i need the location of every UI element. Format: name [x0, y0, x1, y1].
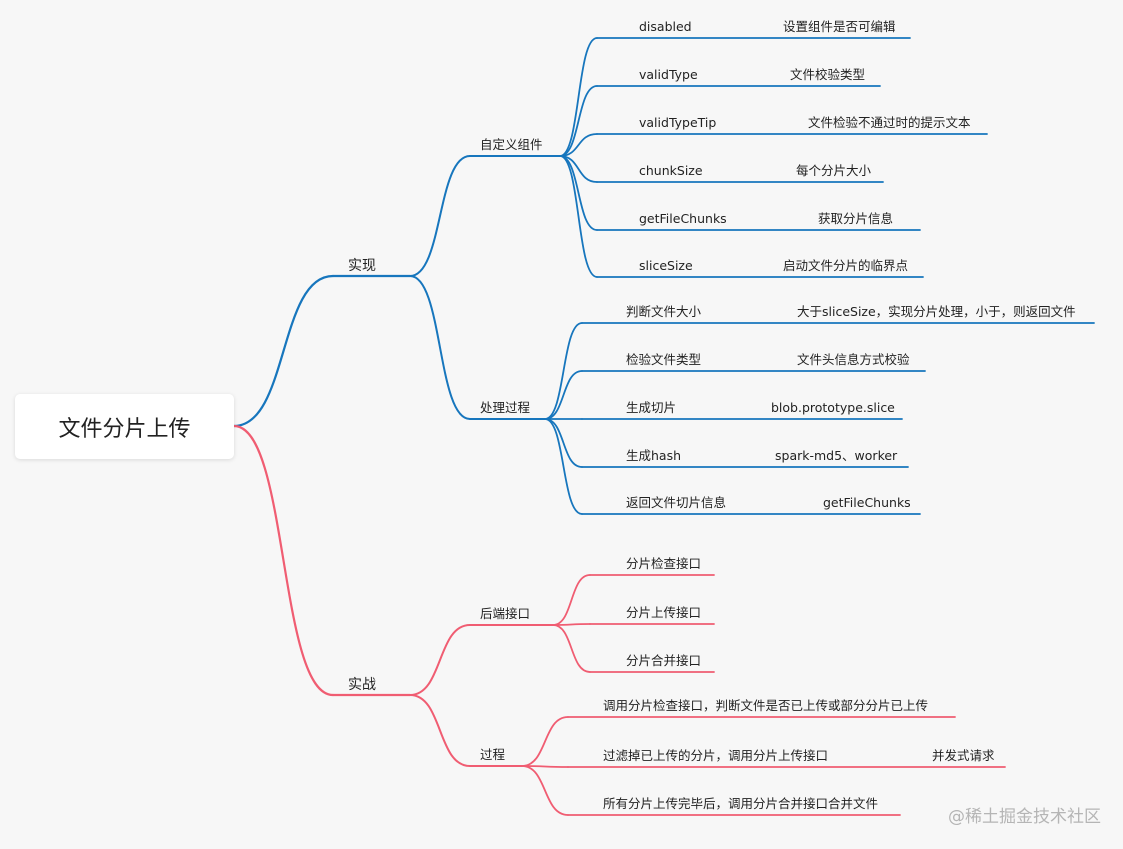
- connector-l2-0-1-0: [544, 322, 583, 420]
- topic-note-0-1-2: blob.prototype.slice: [771, 400, 895, 415]
- topic-l3-0-1-0[interactable]: 判断文件大小: [626, 304, 702, 319]
- topic-l3-0-0-1[interactable]: validType: [639, 67, 698, 82]
- connector-l2-1-0-1: [552, 623, 591, 626]
- root-topic-label: 文件分片上传: [58, 416, 191, 442]
- topic-l1-1[interactable]: 实战: [348, 677, 376, 693]
- topic-l3-0-1-3[interactable]: 生成hash: [626, 448, 682, 463]
- topic-note-0-0-4: 获取分片信息: [818, 211, 894, 226]
- topic-note-0-0-3: 每个分片大小: [796, 163, 872, 178]
- connector-l2-0-0-1: [559, 85, 598, 157]
- topic-note-0-0-1: 文件校验类型: [790, 67, 866, 82]
- topic-note-1-1-1: 并发式请求: [932, 748, 995, 763]
- connector-l2-0-1-1: [544, 370, 583, 420]
- root-topic[interactable]: 文件分片上传: [15, 394, 234, 459]
- connector-l2-0-1-4: [544, 418, 583, 515]
- topic-l3-1-1-0[interactable]: 调用分片检查接口，判断文件是否已上传或部分分片已上传: [603, 698, 929, 713]
- topic-l1-0[interactable]: 实现: [348, 258, 376, 274]
- connector-l1-0-0: [409, 155, 471, 277]
- connector-l2-1-0-0: [552, 574, 591, 626]
- topic-l2-1-0[interactable]: 后端接口: [480, 606, 531, 621]
- connector-l2-1-1-0: [521, 716, 569, 767]
- topic-note-0-0-0: 设置组件是否可编辑: [783, 19, 896, 34]
- connector-l2-0-0-2: [559, 133, 598, 157]
- topic-note-0-1-4: getFileChunks: [823, 495, 911, 510]
- topic-l3-0-1-4[interactable]: 返回文件切片信息: [626, 495, 727, 510]
- connector-l1-1-0: [409, 624, 471, 696]
- topic-l3-0-0-5[interactable]: sliceSize: [639, 258, 693, 273]
- watermark: @稀土掘金技术社区: [948, 807, 1101, 827]
- topic-l2-0-1[interactable]: 处理过程: [480, 400, 531, 415]
- topic-note-0-1-1: 文件头信息方式校验: [797, 352, 910, 367]
- topic-note-0-0-5: 启动文件分片的临界点: [783, 258, 909, 273]
- topic-note-0-1-0: 大于sliceSize，实现分片处理，小于，则返回文件: [797, 304, 1076, 319]
- topic-l3-0-0-4[interactable]: getFileChunks: [639, 211, 727, 226]
- topic-l3-1-0-2[interactable]: 分片合并接口: [626, 653, 702, 668]
- topic-l3-0-1-1[interactable]: 检验文件类型: [626, 352, 702, 367]
- topic-l3-1-1-2[interactable]: 所有分片上传完毕后，调用分片合并接口合并文件: [603, 796, 879, 811]
- topic-note-0-1-3: spark-md5、worker: [775, 448, 898, 463]
- topic-l3-1-0-0[interactable]: 分片检查接口: [626, 556, 702, 571]
- topic-l3-1-1-1[interactable]: 过滤掉已上传的分片，调用分片上传接口: [603, 748, 829, 763]
- connector-l1-1-1: [409, 694, 471, 767]
- topic-l3-0-1-2[interactable]: 生成切片: [626, 400, 677, 415]
- connector-l2-0-0-5: [559, 155, 598, 278]
- connector-l2-0-0-0: [559, 37, 598, 157]
- connector-l1-0-1: [409, 275, 471, 420]
- topic-l2-0-0[interactable]: 自定义组件: [480, 137, 543, 152]
- connector-l2-0-1-3: [544, 418, 583, 468]
- topic-l3-0-0-0[interactable]: disabled: [639, 19, 692, 34]
- topic-l2-1-1[interactable]: 过程: [480, 747, 506, 762]
- connector-l2-1-1-2: [521, 765, 569, 816]
- connector-root-1: [232, 424, 335, 697]
- topic-note-0-0-2: 文件检验不通过时的提示文本: [808, 115, 971, 130]
- connector-l2-1-0-2: [552, 624, 591, 673]
- topic-l3-1-0-1[interactable]: 分片上传接口: [626, 605, 702, 620]
- topic-l3-0-0-3[interactable]: chunkSize: [639, 163, 703, 178]
- topic-l3-0-0-2[interactable]: validTypeTip: [639, 115, 717, 130]
- connector-root-0: [232, 274, 335, 428]
